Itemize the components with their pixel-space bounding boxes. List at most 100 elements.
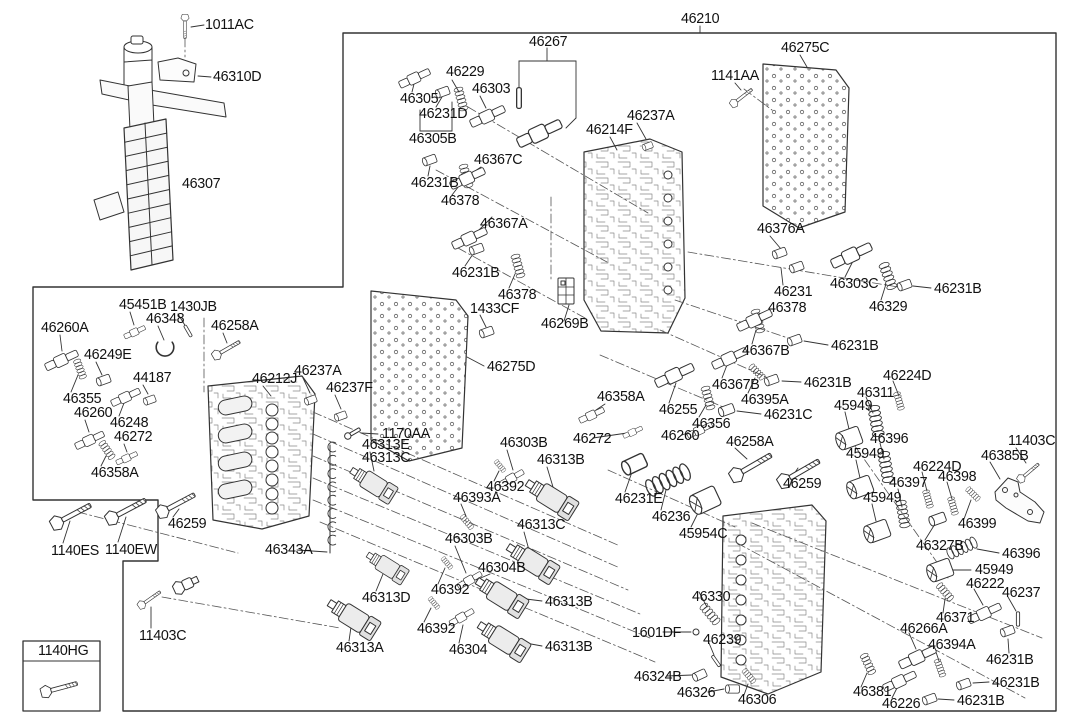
part-label-46224d-87: 46224D <box>913 458 962 475</box>
plate-46275d <box>370 290 469 462</box>
part-label-46307-2: 46307 <box>182 175 221 192</box>
part-label-46367a-17: 46367A <box>480 215 528 232</box>
part-label-46266a-100: 46266A <box>900 620 948 637</box>
part-label-46231b-78: 46231B <box>804 374 852 391</box>
part-label-46239-109: 46239 <box>703 631 742 648</box>
part-label-46231e-79: 46231E <box>615 490 663 507</box>
part-label-46367c-14: 46367C <box>474 151 523 168</box>
filter-assembly <box>93 35 227 271</box>
part-label-46231b-103: 46231B <box>992 674 1040 691</box>
part-label-46229-5: 46229 <box>446 63 485 80</box>
bracket-46385b <box>994 477 1045 524</box>
part-label-46258a-33: 46258A <box>211 317 259 334</box>
part-label-46313a-65: 46313A <box>336 639 384 656</box>
part-label-46237a-37: 46237A <box>294 362 342 379</box>
part-label-45949-90: 45949 <box>863 489 902 506</box>
part-label-46348-32: 46348 <box>146 310 185 327</box>
part-label-46303b-57: 46303B <box>445 530 493 547</box>
part-label-46313b-64: 46313B <box>545 638 593 655</box>
part-label-46306-112: 46306 <box>738 691 777 708</box>
part-label-46367b-77: 46367B <box>712 376 760 393</box>
part-label-45954c-81: 45954C <box>679 525 728 542</box>
part-label-46356-68: 46356 <box>692 415 731 432</box>
part-label-46260a-29: 46260A <box>41 319 89 336</box>
part-label-1170aa-49: 1170AA <box>382 425 431 442</box>
part-label-46226-106: 46226 <box>882 695 921 712</box>
part-label-46396-85: 46396 <box>870 430 909 447</box>
part-label-1011ac-0: 1011AC <box>205 16 254 33</box>
part-label-46367b-75: 46367B <box>742 342 790 359</box>
part-label-46324b-110: 46324B <box>634 668 682 685</box>
part-label-46371-99: 46371 <box>936 609 975 626</box>
part-label-46311-83: 46311 <box>857 384 895 401</box>
part-label-46304-63: 46304 <box>449 641 488 658</box>
part-label-46214f-10: 46214F <box>586 121 633 138</box>
part-label-46267-4: 46267 <box>529 33 568 50</box>
construction-lines <box>77 37 1043 699</box>
part-label-46231b-19: 46231B <box>452 264 500 281</box>
part-label-46393a-55: 46393A <box>453 489 501 506</box>
part-label-46399-93: 46399 <box>958 515 997 532</box>
part-label-46305-7: 46305 <box>400 90 439 107</box>
part-label-46355-39: 46355 <box>63 390 102 407</box>
part-label-46385b-92: 46385B <box>981 447 1029 464</box>
valve-body-46212j-bores <box>217 395 279 515</box>
part-label-46275d-28: 46275D <box>487 358 536 375</box>
part-label-1433cf-21: 1433CF <box>470 300 520 317</box>
part-label-46269b-22: 46269B <box>541 315 589 332</box>
part-label-46376a-18: 46376A <box>757 220 805 237</box>
part-label-46260-70: 46260 <box>661 427 700 444</box>
part-label-46237f-38: 46237F <box>326 379 373 396</box>
part-label-46304b-58: 46304B <box>478 559 526 576</box>
part-label-46259-74: 46259 <box>783 475 822 492</box>
valve-body-46214f <box>583 138 686 334</box>
part-label-46303c-25: 46303C <box>830 275 879 292</box>
valve-body-lower-bores <box>735 534 747 666</box>
part-label-46392-59: 46392 <box>431 581 470 598</box>
part-label-1430jb-31: 1430JB <box>170 298 217 315</box>
inset-box <box>22 640 101 712</box>
part-label-46358a-43: 46358A <box>91 464 139 481</box>
part-label-46231d-8: 46231D <box>419 105 468 122</box>
part-label-46303b-52: 46303B <box>500 434 548 451</box>
plate-46275c <box>762 63 850 229</box>
leader-lines <box>59 24 1027 701</box>
part-label-44187-35: 44187 <box>133 369 172 386</box>
valve-body-lower <box>720 504 827 695</box>
part-label-46272-69: 46272 <box>573 430 612 447</box>
part-label-46394a-101: 46394A <box>928 636 976 653</box>
part-label-1141aa-12: 1141AA <box>711 67 760 84</box>
part-label-46231b-15: 46231B <box>411 174 459 191</box>
part-label-46392-54: 46392 <box>486 478 525 495</box>
part-label-46210-3: 46210 <box>681 10 720 27</box>
valve-body-46214f-bores <box>663 170 673 295</box>
part-label-46231b-102: 46231B <box>986 651 1034 668</box>
part-label-46303-6: 46303 <box>472 80 511 97</box>
part-label-1140hg-113: 1140HG <box>38 642 89 659</box>
part-label-46313e-50: 46313E <box>362 436 410 453</box>
part-label-46248-41: 46248 <box>110 414 149 431</box>
part-label-46313b-61: 46313B <box>545 593 593 610</box>
part-label-46259-44: 46259 <box>168 515 207 532</box>
part-label-46378-24: 46378 <box>768 299 807 316</box>
part-label-1140es-45: 1140ES <box>51 542 100 559</box>
part-label-46231b-76: 46231B <box>831 337 879 354</box>
part-label-46231b-104: 46231B <box>957 692 1005 709</box>
part-label-46231b-27: 46231B <box>934 280 982 297</box>
part-label-46327b-94: 46327B <box>916 537 964 554</box>
part-label-46237a-11: 46237A <box>627 107 675 124</box>
part-label-46272-42: 46272 <box>114 428 153 445</box>
part-label-46396-95: 46396 <box>1002 545 1041 562</box>
part-label-46255-67: 46255 <box>659 401 698 418</box>
part-label-46313d-60: 46313D <box>362 589 411 606</box>
part-label-46392-62: 46392 <box>417 620 456 637</box>
part-label-46237-98: 46237 <box>1002 584 1041 601</box>
part-label-46397-89: 46397 <box>889 474 928 491</box>
part-label-46231-23: 46231 <box>774 283 813 300</box>
part-label-11403c-91: 11403C <box>1008 432 1056 449</box>
part-label-46358a-66: 46358A <box>597 388 645 405</box>
part-label-46313c-56: 46313C <box>517 516 566 533</box>
